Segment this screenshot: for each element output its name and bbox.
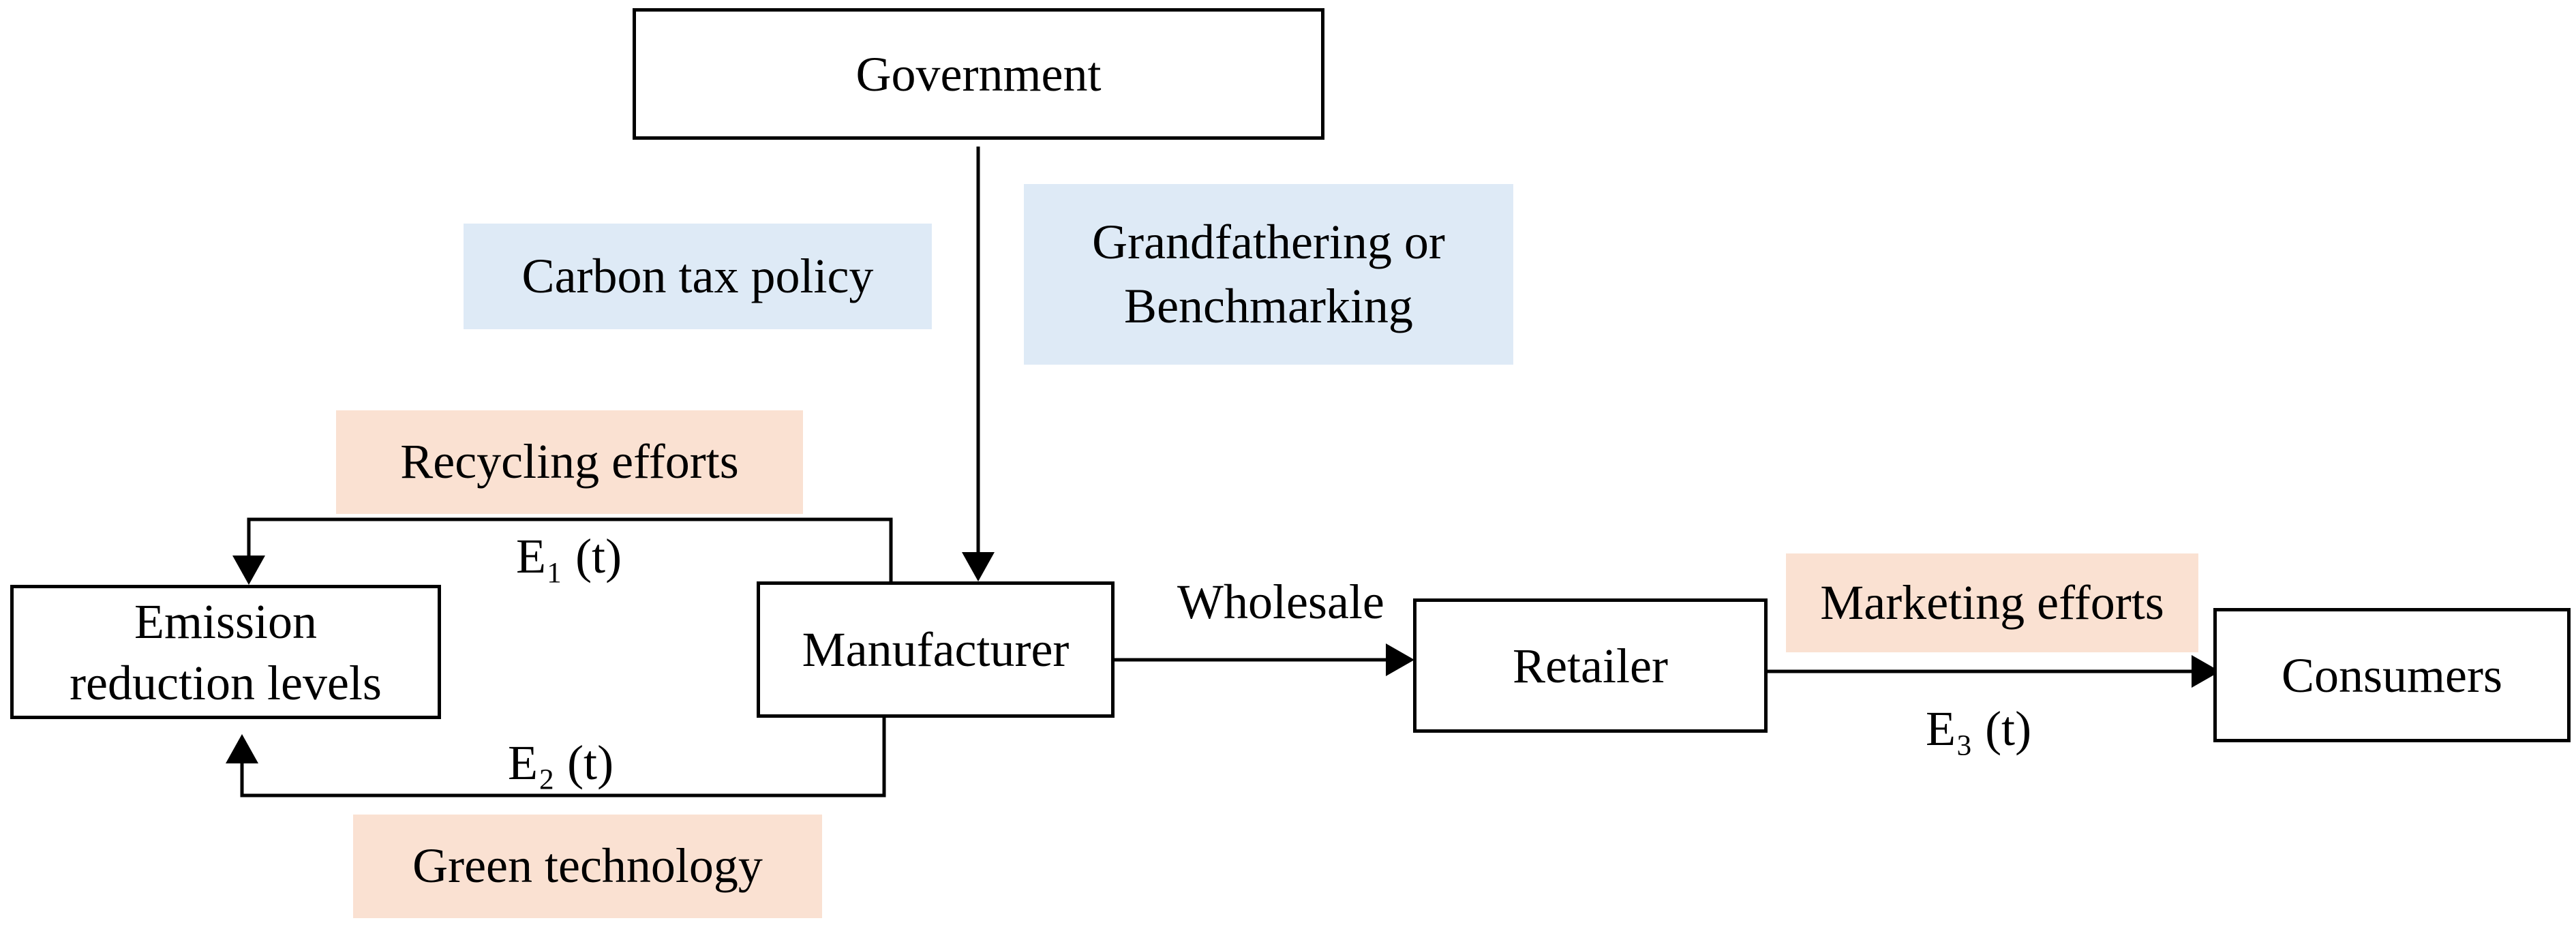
- emission-reduction-node: Emission reduction levels: [10, 585, 441, 719]
- arrow-green-technology-path: [226, 718, 886, 797]
- recycling-label: Recycling efforts: [400, 434, 739, 489]
- consumers-node: Consumers: [2213, 608, 2571, 742]
- carbon-tax-policy-tag: Carbon tax policy: [464, 224, 932, 329]
- wholesale-label: Wholesale: [1177, 575, 1384, 629]
- arrow-manufacturer-to-retailer: [1113, 643, 1414, 676]
- manufacturer-label: Manufacturer: [802, 622, 1070, 677]
- arrow-retailer-to-consumers: [1766, 655, 2220, 688]
- manufacturer-node: Manufacturer: [757, 581, 1115, 718]
- marketing-efforts-tag: Marketing efforts: [1786, 553, 2198, 652]
- carbon-tax-label: Carbon tax policy: [521, 248, 874, 303]
- retailer-label: Retailer: [1513, 638, 1668, 693]
- grandfathering-benchmarking-tag: Grandfathering or Benchmarking: [1024, 184, 1513, 365]
- grandfathering-label-line1: Grandfathering or: [1092, 214, 1445, 269]
- arrow-government-to-manufacturer: [962, 147, 995, 581]
- retailer-node: Retailer: [1413, 598, 1768, 733]
- e1-label: E₁ (t): [516, 529, 622, 583]
- arrow-recycling-path: [232, 517, 893, 585]
- emission-label-line1: Emission: [134, 594, 318, 649]
- government-node: Government: [633, 8, 1324, 140]
- marketing-label: Marketing efforts: [1820, 575, 2164, 630]
- grandfathering-label-line2: Benchmarking: [1124, 278, 1413, 333]
- e3-label: E₃ (t): [1926, 701, 2032, 756]
- emission-label-line2: reduction levels: [70, 655, 382, 710]
- recycling-efforts-tag: Recycling efforts: [336, 410, 803, 514]
- government-label: Government: [855, 46, 1102, 102]
- consumers-label: Consumers: [2282, 648, 2502, 703]
- green-technology-tag: Green technology: [353, 815, 822, 918]
- e2-label: E₂ (t): [508, 735, 614, 790]
- green-technology-label: Green technology: [412, 838, 763, 894]
